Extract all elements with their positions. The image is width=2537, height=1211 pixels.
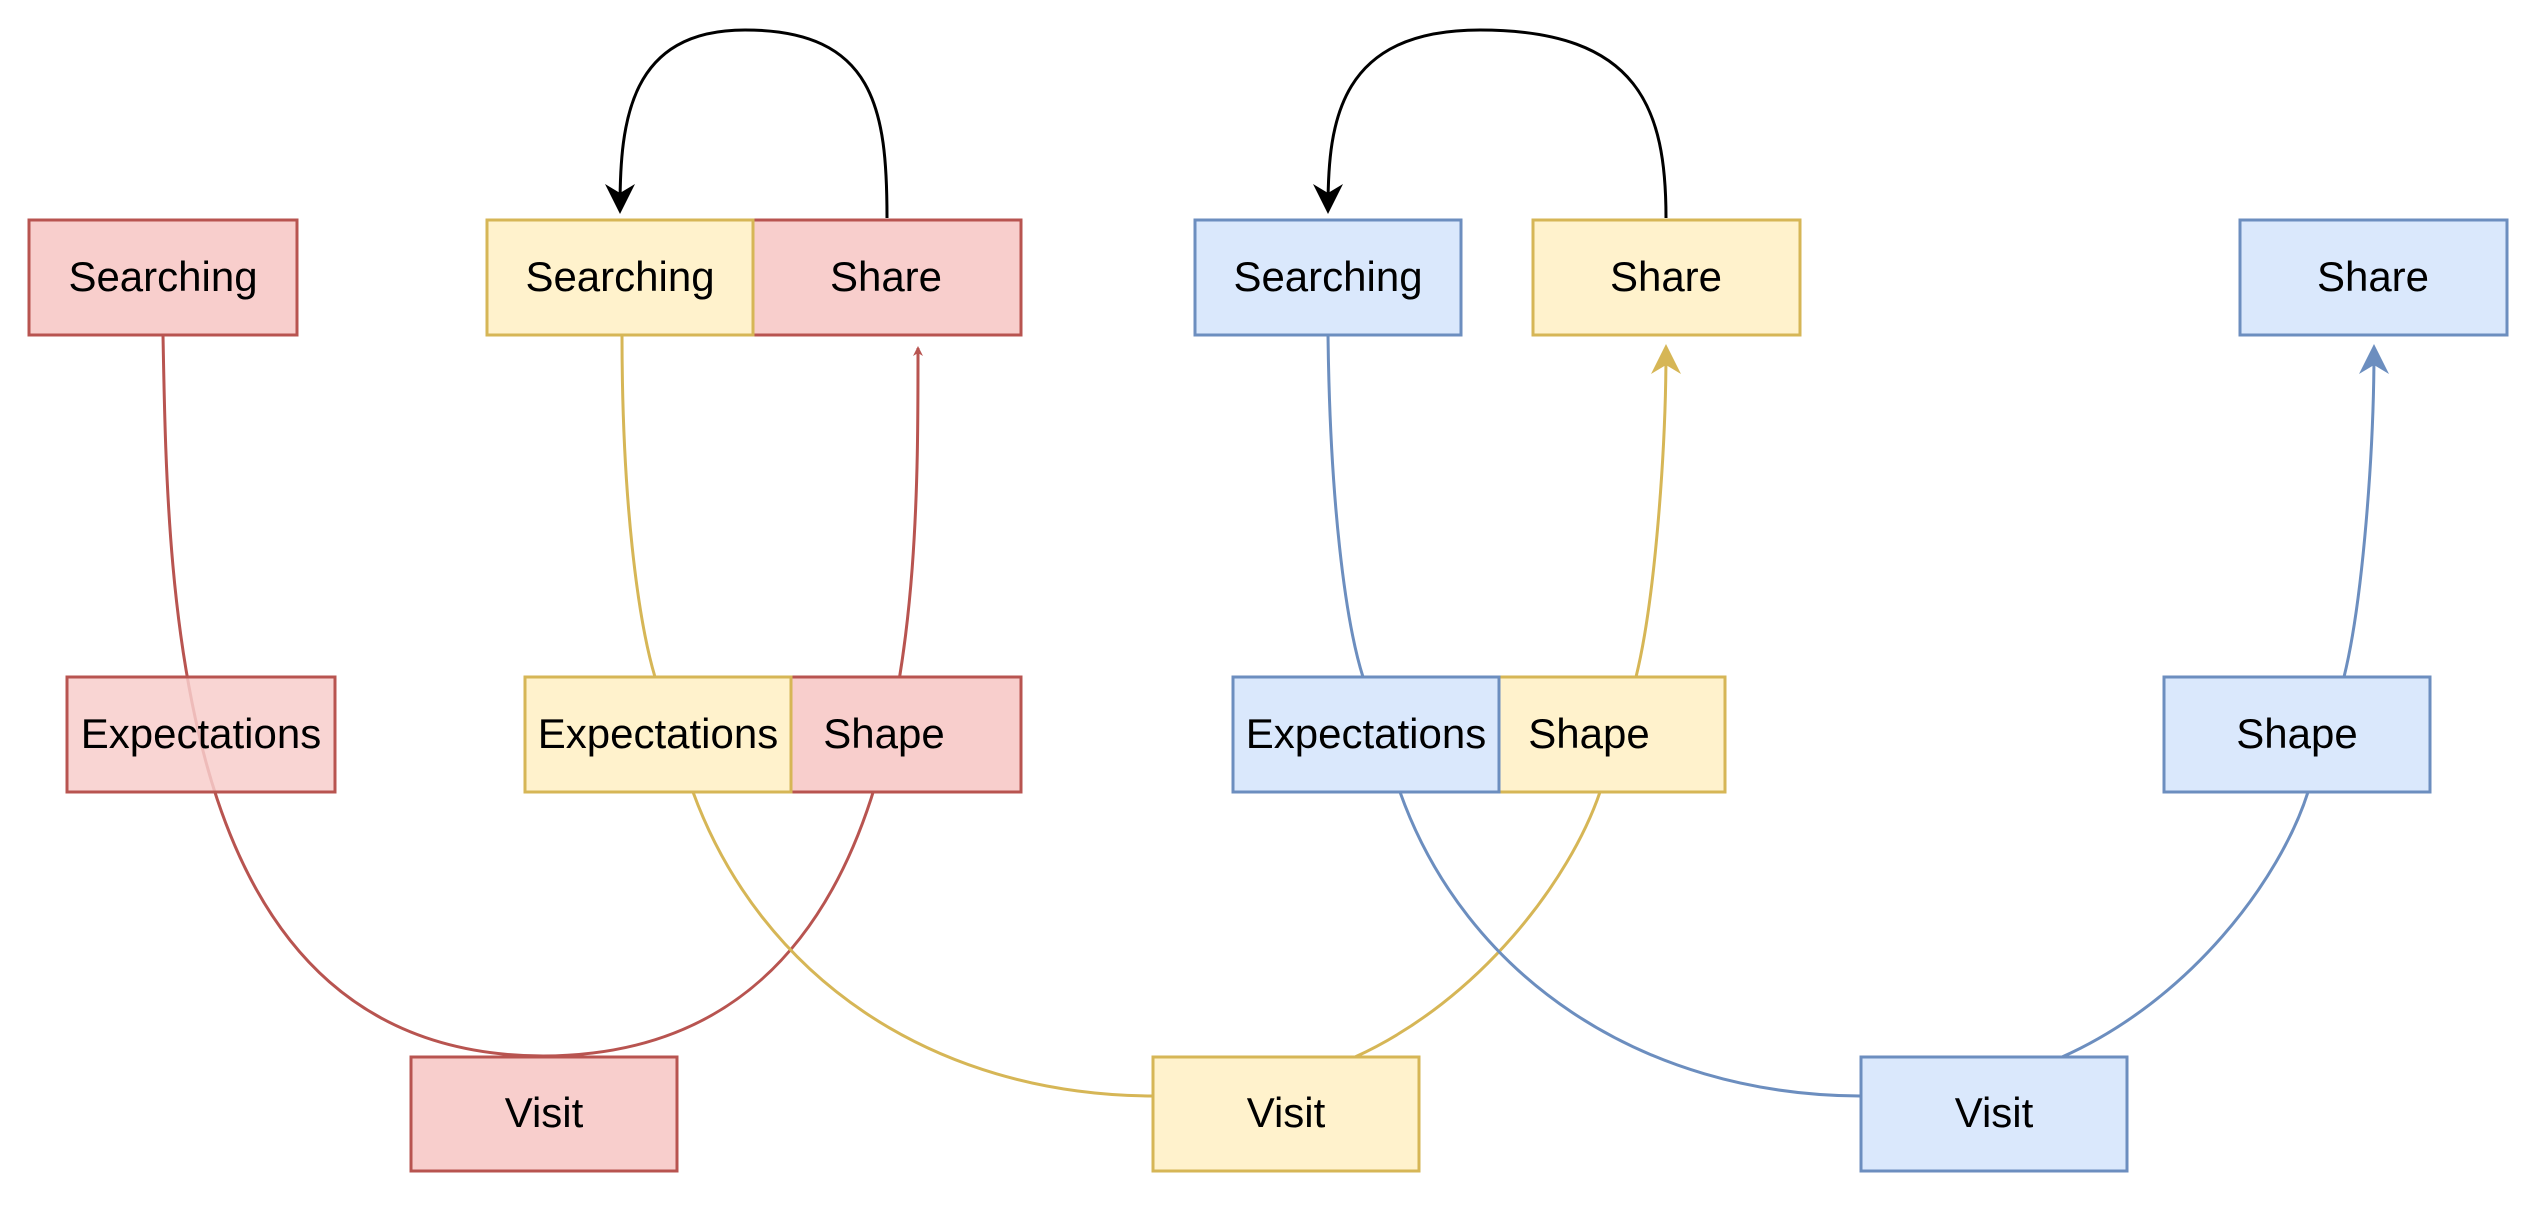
blue-searching-label: Searching <box>1233 253 1422 300</box>
loop-share-to-searching-connector-2 <box>1313 28 1668 219</box>
yellow-expectations-label: Expectations <box>538 710 778 757</box>
yellow-expectations-node: Expectations <box>523 675 793 794</box>
yellow-expectations-to-visit-connector <box>691 791 1154 1098</box>
red-searching-label: Searching <box>68 253 257 300</box>
blue-visit-label: Visit <box>1955 1089 2034 1136</box>
yellow-searching-node: Searching <box>485 218 755 337</box>
blue-shape-label: Shape <box>2236 710 2357 757</box>
blue-visit-to-shape-connector <box>2061 791 2310 1059</box>
blue-share-label: Share <box>2317 253 2429 300</box>
red-visit-label: Visit <box>505 1089 584 1136</box>
red-searching-to-visit-connector <box>161 334 544 1058</box>
yellow-shape-node: Shape <box>1497 675 1727 794</box>
yellow-shape-to-share-connector <box>1634 344 1681 678</box>
yellow-share-label: Share <box>1610 253 1722 300</box>
yellow-visit-to-shape-connector <box>1354 791 1602 1059</box>
blue-expectations-to-visit-connector <box>1398 791 1861 1098</box>
red-searching-node: Searching <box>27 218 299 337</box>
blue-searching-node: Searching <box>1193 218 1463 337</box>
red-visit-to-share-connector <box>542 346 924 1058</box>
blue-shape-to-share-connector <box>2342 344 2389 678</box>
red-visit-node: Visit <box>409 1055 679 1173</box>
yellow-searching-label: Searching <box>525 253 714 300</box>
blue-share-node: Share <box>2238 218 2509 337</box>
connectors <box>161 28 2389 1098</box>
blue-searching-to-expectations-connector <box>1326 334 1365 678</box>
yellow-searching-to-expectations-connector <box>620 334 657 678</box>
red-expectations-node: Expectations <box>65 675 337 794</box>
red-share-label: Share <box>830 253 942 300</box>
blue-shape-node: Shape <box>2162 675 2432 794</box>
yellow-share-node: Share <box>1531 218 1802 337</box>
red-shape-label: Shape <box>823 710 944 757</box>
blue-expectations-node: Expectations <box>1231 675 1501 794</box>
yellow-visit-node: Visit <box>1151 1055 1421 1173</box>
blue-visit-node: Visit <box>1859 1055 2129 1173</box>
blue-expectations-label: Expectations <box>1246 710 1486 757</box>
red-shape-node: Shape <box>789 675 1023 794</box>
red-share-node: Share <box>751 218 1023 337</box>
red-expectations-label: Expectations <box>81 710 321 757</box>
yellow-shape-label: Shape <box>1528 710 1649 757</box>
yellow-visit-label: Visit <box>1247 1089 1326 1136</box>
loop-share-to-searching-connector-1 <box>605 28 889 219</box>
